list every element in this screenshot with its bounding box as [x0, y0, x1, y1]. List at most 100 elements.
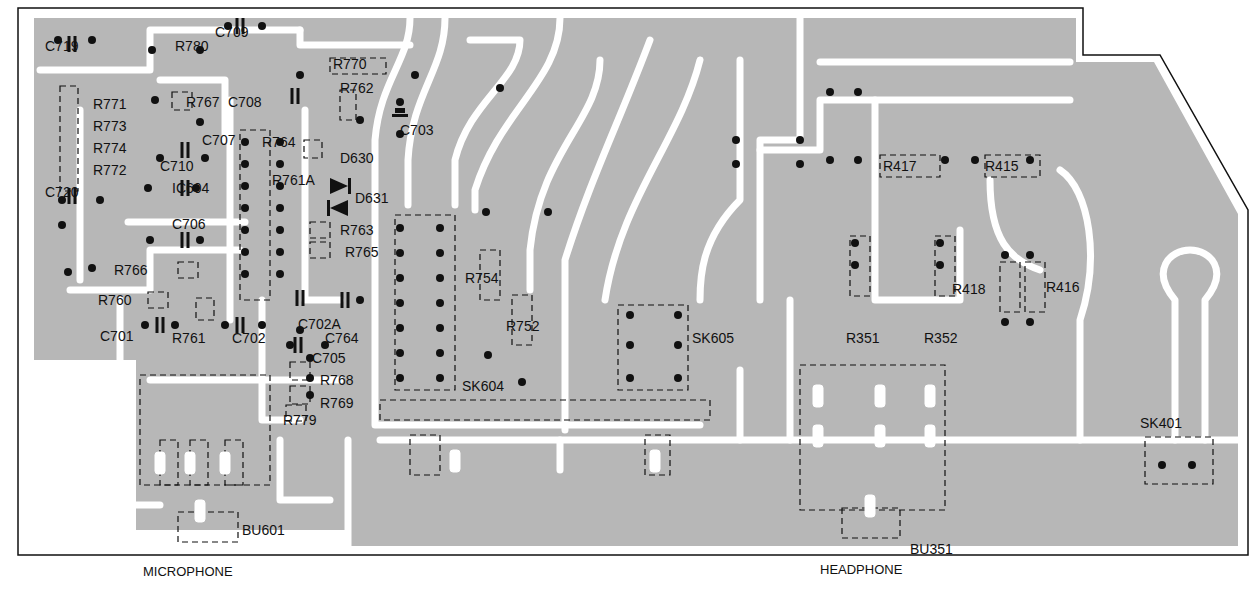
connector-slot [925, 425, 935, 447]
part-label: BU351 [910, 541, 953, 557]
solder-pad [851, 261, 859, 269]
solder-pad [941, 156, 949, 164]
solder-pad [1026, 251, 1034, 259]
part-label: R767 [186, 94, 219, 110]
solder-pad [544, 208, 552, 216]
solder-pad [851, 239, 859, 247]
capacitor-symbol [300, 337, 303, 353]
solder-pad [296, 71, 304, 79]
capacitor-symbol [395, 108, 405, 113]
board-label: HEADPHONE [820, 562, 902, 578]
solder-pad [1026, 318, 1034, 326]
solder-pad [241, 204, 249, 212]
solder-pad [854, 88, 862, 96]
part-label: C703 [400, 122, 433, 138]
capacitor-symbol [297, 88, 300, 104]
component-outline [178, 262, 198, 278]
connector-slot [155, 452, 165, 474]
part-label: R352 [924, 330, 957, 346]
part-label: R770 [333, 56, 366, 72]
component-outline [880, 155, 940, 177]
solder-pad [484, 351, 492, 359]
part-label: C702 [232, 330, 265, 346]
solder-pad [1001, 251, 1009, 259]
part-label: R772 [93, 162, 126, 178]
part-label: R752 [506, 318, 539, 334]
solder-pad [276, 248, 284, 256]
solder-pad [276, 160, 284, 168]
solder-pad [436, 224, 444, 232]
solder-pad [1001, 318, 1009, 326]
solder-pad [436, 324, 444, 332]
component-outline [618, 305, 688, 390]
part-label: C708 [228, 94, 261, 110]
part-label: R768 [320, 372, 353, 388]
part-label: SK605 [692, 330, 734, 346]
part-label: R416 [1046, 279, 1079, 295]
solder-pad [826, 156, 834, 164]
solder-pad [151, 96, 159, 104]
part-label: R763 [340, 222, 373, 238]
part-label: R418 [952, 281, 985, 297]
component-outline [240, 130, 270, 300]
component-outline [395, 215, 455, 390]
solder-pad [396, 299, 404, 307]
solder-pad [88, 36, 96, 44]
solder-pad [971, 156, 979, 164]
component-outline [1145, 437, 1213, 484]
solder-pad [356, 296, 364, 304]
solder-pad [196, 118, 204, 126]
solder-pad [276, 204, 284, 212]
solder-pad [96, 196, 104, 204]
solder-pad [241, 182, 249, 190]
solder-pad [436, 374, 444, 382]
component-outline [380, 400, 710, 420]
component-outline [140, 375, 270, 485]
part-label: C764 [325, 330, 358, 346]
part-label: R762 [340, 80, 373, 96]
solder-pad [144, 184, 152, 192]
copper-area [34, 18, 1238, 546]
component-outline [645, 435, 670, 475]
capacitor-symbol [187, 142, 190, 158]
component-outline [800, 365, 945, 510]
part-label: R769 [320, 395, 353, 411]
part-label: C710 [160, 158, 193, 174]
part-label: R771 [93, 96, 126, 112]
solder-pad [674, 311, 682, 319]
connector-slot [925, 385, 935, 407]
part-label: R773 [93, 118, 126, 134]
connector-slot [650, 450, 660, 472]
solder-pad [276, 270, 284, 278]
component-outline [850, 236, 870, 296]
solder-pad [396, 374, 404, 382]
component-outline [196, 298, 214, 320]
solder-pad [276, 226, 284, 234]
capacitor-symbol [302, 290, 305, 306]
component-outline [60, 86, 78, 191]
part-label: C701 [100, 328, 133, 344]
connector-slot [195, 500, 205, 522]
component-outline [304, 140, 322, 158]
component-outline [310, 242, 330, 258]
solder-pad [626, 374, 634, 382]
solder-pad [854, 156, 862, 164]
part-label: R761A [272, 172, 315, 188]
part-label: R351 [846, 330, 879, 346]
solder-pad [196, 236, 204, 244]
component-outline [148, 292, 168, 308]
capacitor-symbol [181, 142, 184, 158]
solder-pad [436, 249, 444, 257]
component-outline [410, 435, 440, 475]
solder-pad [396, 98, 404, 106]
solder-pad [396, 324, 404, 332]
solder-pad [796, 136, 804, 144]
connector-slot [813, 425, 823, 447]
part-label: R417 [883, 158, 916, 174]
solder-pad [241, 138, 249, 146]
solder-pad [626, 311, 634, 319]
solder-pad [258, 22, 266, 30]
capacitor-symbol [181, 232, 184, 248]
solder-pad [411, 71, 419, 79]
solder-pad [1188, 461, 1196, 469]
